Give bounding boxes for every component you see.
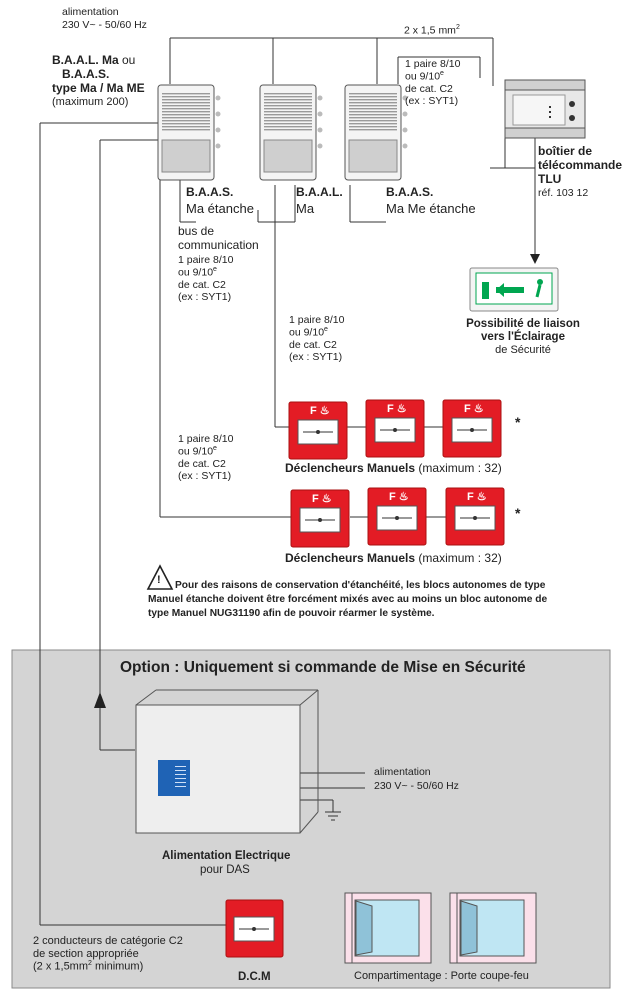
- bus-label-2: communication: [178, 238, 259, 252]
- call-point-1-2: [365, 399, 425, 458]
- tlu-line1: boîtier de: [538, 144, 593, 158]
- call-point-2-2: [367, 487, 427, 546]
- cable-note-group-2: 1 paire 8/10 ou 9/10e de cat. C2 (ex : S…: [178, 433, 234, 482]
- cable-note-group-1: 1 paire 8/10 ou 9/10e de cat. C2 (ex : S…: [289, 314, 345, 363]
- call-point-1-1: [288, 401, 348, 460]
- unit-1-title: B.A.A.S.: [186, 185, 234, 199]
- call-point-label: F ♨: [310, 405, 330, 417]
- call-point-2-1: [290, 489, 350, 548]
- manual-group-1-caption: Déclencheurs Manuels (maximum : 32): [285, 461, 502, 475]
- option-title: Option : Uniquement si commande de Mise …: [120, 659, 526, 676]
- unit-3-subtitle: Ma Me étanche: [386, 201, 476, 216]
- wiring-lines: [39, 37, 536, 926]
- unit-3-title: B.A.A.S.: [386, 185, 434, 199]
- unit-2-title: B.A.A.L.: [296, 185, 343, 199]
- top-supply-title: alimentation: [62, 6, 119, 18]
- bus-label-1: bus de: [178, 224, 215, 238]
- dcm-label: D.C.M: [238, 971, 271, 983]
- option-supply-title: alimentation: [374, 766, 431, 778]
- arrow-up-marker: [94, 692, 106, 708]
- warning-line1: Pour des raisons de conservation d'étanc…: [175, 580, 546, 591]
- call-point-label: F ♨: [387, 403, 407, 415]
- tlu-line2: télécommande: [538, 158, 622, 172]
- warning-triangle-icon: [146, 564, 174, 590]
- baal-group-note: (maximum 200): [52, 96, 129, 108]
- fire-door-2: [449, 892, 537, 964]
- call-point-1-3: [442, 399, 502, 458]
- asterisk-1: *: [515, 414, 521, 430]
- baal-unit-2: [259, 84, 323, 181]
- top-supply-voltage: 230 V~ - 50/60 Hz: [62, 19, 147, 31]
- call-point-label: F ♨: [389, 491, 409, 503]
- manual-group-2-caption: Déclencheurs Manuels (maximum : 32): [285, 551, 502, 565]
- wire-top-label: 2 x 1,5 mm2: [404, 24, 460, 37]
- warning-line3: type Manuel NUG31190 afin de pouvoir réa…: [148, 608, 435, 619]
- psu-title: Alimentation Electrique: [162, 850, 291, 862]
- exit-sign-icon: [469, 267, 559, 312]
- cable-note-tlu: 1 paire 8/10 ou 9/10e de cat. C2 (ex : S…: [405, 58, 461, 107]
- dcm-device: [225, 899, 284, 958]
- asterisk-2: *: [515, 505, 521, 521]
- psu-subtitle: pour DAS: [200, 864, 250, 876]
- call-point-label: F ♨: [467, 491, 487, 503]
- arrow-down-marker: [530, 254, 540, 264]
- tlu-box: [504, 79, 586, 139]
- call-point-label: F ♨: [464, 403, 484, 415]
- call-point-label: F ♨: [312, 493, 332, 505]
- unit-2-subtitle: Ma: [296, 201, 315, 216]
- fire-door-1: [344, 892, 432, 964]
- baas-unit-1: [157, 84, 221, 181]
- doors-label: Compartimentage : Porte coupe-feu: [354, 970, 529, 982]
- tlu-ref: réf. 103 12: [538, 187, 589, 199]
- baal-group-line3: type Ma / Ma ME: [52, 81, 145, 95]
- warning-line2: Manuel étanche doivent être forcément mi…: [148, 594, 548, 605]
- option-supply-voltage: 230 V~ - 50/60 Hz: [374, 780, 459, 792]
- call-point-2-3: [445, 487, 505, 546]
- baal-group-line2: B.A.A.S.: [62, 67, 110, 81]
- option-wire-note: 2 conducteurs de catégorie C2 de section…: [33, 935, 183, 973]
- warning-symbol: !: [157, 574, 161, 586]
- unit-1-subtitle: Ma étanche: [186, 201, 254, 216]
- baas-unit-3: [344, 84, 408, 181]
- exit-sign-caption: Possibilité de liaison vers l'Éclairage …: [466, 318, 580, 357]
- tlu-line3: TLU: [538, 172, 562, 186]
- cable-note-bus: 1 paire 8/10 ou 9/10e de cat. C2 (ex : S…: [178, 254, 234, 303]
- baal-group-line1: B.A.A.L. Ma ou: [52, 53, 136, 67]
- das-power-supply: [135, 689, 319, 834]
